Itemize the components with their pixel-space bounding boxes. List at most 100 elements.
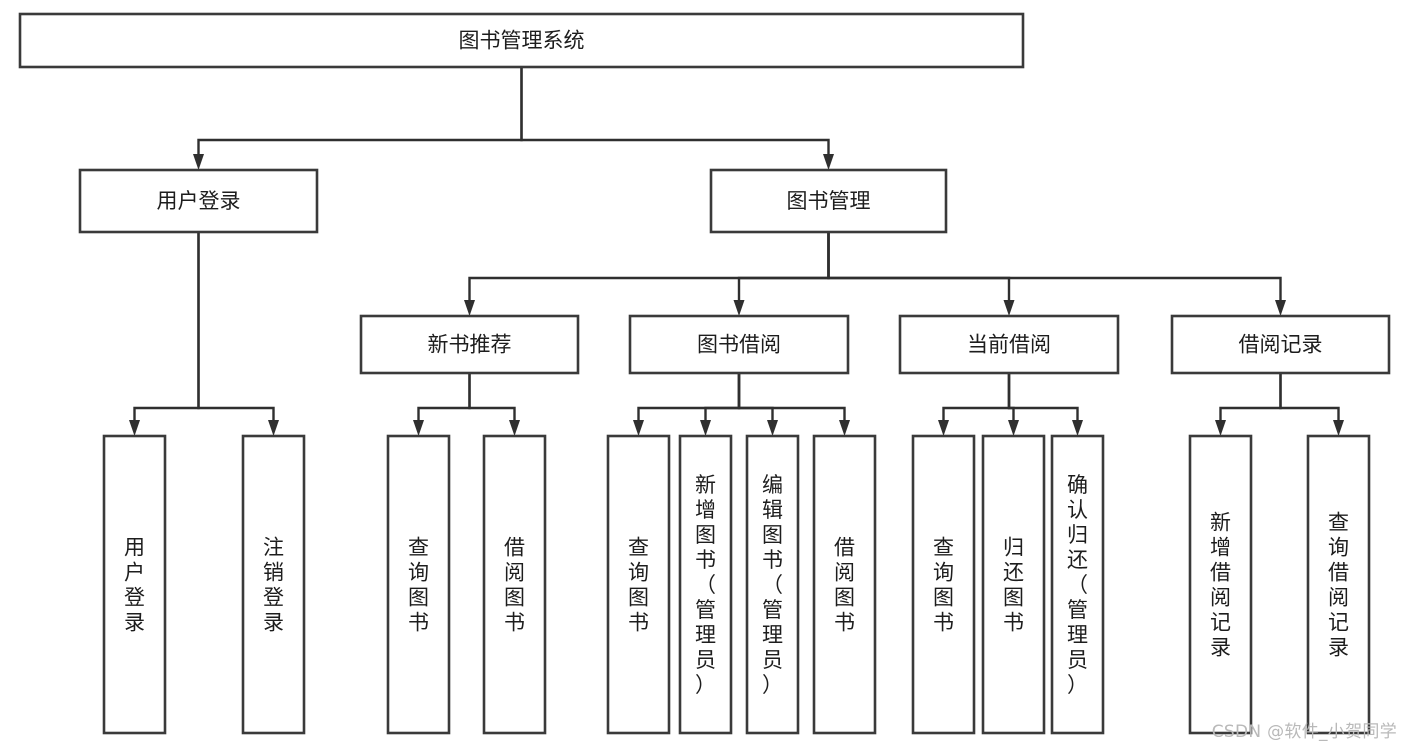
- leaf-node-1-注销登录[interactable]: 注销登录: [241, 434, 306, 735]
- connector-line: [737, 371, 846, 422]
- node-box[interactable]: [1306, 434, 1371, 735]
- node-label: 图书管理系统: [459, 29, 585, 53]
- node-box[interactable]: [628, 314, 850, 375]
- node-label: 查询图书: [628, 536, 649, 635]
- connector-leaf-10: [1007, 371, 1083, 436]
- arrow-head-icon: [823, 154, 834, 170]
- leaf-node-2-查询图书[interactable]: 查询图书: [386, 434, 451, 735]
- connector-line: [133, 230, 200, 422]
- arrow-head-icon: [1072, 420, 1083, 436]
- connector-line: [704, 371, 741, 422]
- connector-leaf-2: [413, 371, 471, 436]
- node-label: 确认归还（管理员）: [1067, 473, 1088, 697]
- leaf-node-5-新增图书管理[interactable]: 新增图书（管理员）: [678, 434, 733, 735]
- connector-leaf-5: [700, 371, 741, 436]
- node-label: 新书推荐: [428, 333, 512, 357]
- arrow-head-icon: [633, 420, 644, 436]
- node-box[interactable]: [1170, 314, 1391, 375]
- node-box[interactable]: [241, 434, 306, 735]
- node-label: 借阅图书: [834, 536, 855, 635]
- node-label: 查询图书: [933, 536, 954, 635]
- connector-line: [737, 371, 774, 422]
- connector-root-l1-0: [193, 65, 523, 170]
- leaf-node-3-借阅图书[interactable]: 借阅图书: [482, 434, 547, 735]
- connector-line: [417, 371, 471, 422]
- leaf-node-6-编辑图书管理[interactable]: 编辑图书（管理员）: [745, 434, 800, 735]
- leaf-node-10-确认归还管理[interactable]: 确认归还（管理员）: [1050, 434, 1105, 735]
- node-box[interactable]: [745, 434, 800, 735]
- node-box[interactable]: [898, 314, 1120, 375]
- connector-line: [468, 371, 516, 422]
- node-box[interactable]: [678, 434, 733, 735]
- connector-mgr-l2-2: [827, 230, 1015, 316]
- arrow-head-icon: [268, 420, 279, 436]
- arrow-head-icon: [464, 300, 475, 316]
- connector-layer: [129, 65, 1344, 436]
- level2-node-0-新书推荐[interactable]: 新书推荐: [359, 314, 580, 375]
- node-label: 新增借阅记录: [1210, 511, 1231, 660]
- leaf-node-12-查询借阅记录[interactable]: 查询借阅记录: [1306, 434, 1371, 735]
- level2-node-1-图书借阅[interactable]: 图书借阅: [628, 314, 850, 375]
- connector-line: [1279, 371, 1340, 422]
- node-label: 借阅图书: [504, 536, 525, 635]
- node-label: 查询图书: [408, 536, 429, 635]
- node-box[interactable]: [981, 434, 1046, 735]
- connector-leaf-7: [737, 371, 850, 436]
- level2-node-2-当前借阅[interactable]: 当前借阅: [898, 314, 1120, 375]
- connector-line: [468, 230, 830, 302]
- node-box[interactable]: [482, 434, 547, 735]
- leaf-node-9-归还图书[interactable]: 归还图书: [981, 434, 1046, 735]
- leaf-node-0-用户登录[interactable]: 用户登录: [102, 434, 167, 735]
- connector-line: [942, 371, 1011, 422]
- leaf-node-11-新增借阅记录[interactable]: 新增借阅记录: [1188, 434, 1253, 735]
- level1-node-0-用户登录[interactable]: 用户登录: [78, 168, 319, 234]
- arrow-head-icon: [767, 420, 778, 436]
- node-box[interactable]: [359, 314, 580, 375]
- node-label: 归还图书: [1003, 536, 1024, 635]
- connector-line: [737, 230, 830, 302]
- node-label: 查询借阅记录: [1328, 511, 1349, 660]
- connector-line: [637, 371, 741, 422]
- arrow-head-icon: [1215, 420, 1226, 436]
- arrow-head-icon: [700, 420, 711, 436]
- node-label: 编辑图书（管理员）: [762, 473, 783, 697]
- node-box[interactable]: [386, 434, 451, 735]
- connector-mgr-l2-3: [827, 230, 1286, 316]
- connector-line: [827, 230, 1282, 302]
- leaf-node-8-查询图书[interactable]: 查询图书: [911, 434, 976, 735]
- node-box[interactable]: [78, 168, 319, 234]
- arrow-head-icon: [839, 420, 850, 436]
- arrow-head-icon: [1008, 420, 1019, 436]
- connector-line: [1219, 371, 1282, 422]
- connector-leaf-8: [938, 371, 1011, 436]
- node-label: 用户登录: [124, 536, 145, 635]
- arrow-head-icon: [129, 420, 140, 436]
- node-layer: 图书管理系统用户登录图书管理新书推荐图书借阅当前借阅借阅记录用户登录注销登录查询…: [18, 12, 1391, 735]
- node-box[interactable]: [606, 434, 671, 735]
- connector-mgr-l2-0: [464, 230, 830, 316]
- connector-line: [827, 230, 1011, 302]
- leaf-node-7-借阅图书[interactable]: 借阅图书: [812, 434, 877, 735]
- node-box[interactable]: [709, 168, 948, 234]
- node-box[interactable]: [812, 434, 877, 735]
- leaf-node-4-查询图书[interactable]: 查询图书: [606, 434, 671, 735]
- arrow-head-icon: [1333, 420, 1344, 436]
- level1-node-1-图书管理[interactable]: 图书管理: [709, 168, 948, 234]
- node-label: 图书借阅: [697, 333, 781, 357]
- root-node-0-图书管理系统[interactable]: 图书管理系统: [18, 12, 1025, 69]
- arrow-head-icon: [733, 300, 745, 316]
- node-label: 借阅记录: [1239, 333, 1323, 357]
- node-box[interactable]: [1050, 434, 1105, 735]
- level2-node-3-借阅记录[interactable]: 借阅记录: [1170, 314, 1391, 375]
- arrow-head-icon: [1003, 300, 1015, 316]
- connector-leaf-12: [1279, 371, 1344, 436]
- node-box[interactable]: [102, 434, 167, 735]
- node-box[interactable]: [911, 434, 976, 735]
- arrow-head-icon: [413, 420, 424, 436]
- connector-line: [197, 230, 275, 422]
- node-box[interactable]: [18, 12, 1025, 69]
- arrow-head-icon: [938, 420, 949, 436]
- connector-leaf-4: [633, 371, 741, 436]
- node-box[interactable]: [1188, 434, 1253, 735]
- connector-leaf-11: [1215, 371, 1282, 436]
